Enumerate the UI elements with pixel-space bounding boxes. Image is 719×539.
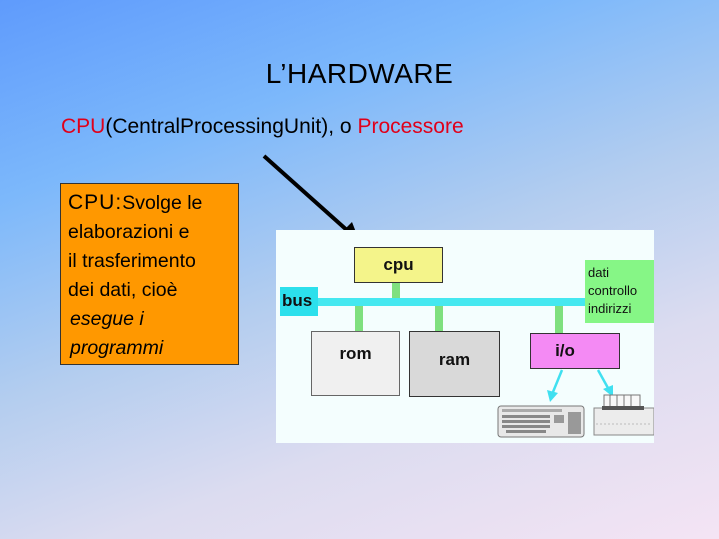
io-block: i/o [530,333,620,369]
bus-line-data: dati [588,265,609,280]
slide-subtitle: CPU(CentralProcessingUnit), o Processore [61,115,464,139]
cpu-note-line6: programmi [70,337,164,359]
io-bus-connector [555,306,563,333]
cpu-abbreviation: CPU [61,115,106,138]
device-arrows [497,369,654,438]
cpu-note-line4: dei dati, cioè [68,279,178,301]
cpu-block: cpu [354,247,443,283]
bus-lines-legend: dati controllo indirizzi [585,260,654,323]
ram-block: ram [409,331,500,397]
rom-block: rom [311,331,400,396]
slide-title: L’HARDWARE [265,58,454,89]
cpu-note-line2: elaborazioni e [68,221,190,243]
hardware-diagram: bus cpu rom ram i/o dati controllo indir… [276,230,654,443]
cpu-note-line1: Svolge le [122,192,203,214]
cpu-bus-connector [392,283,400,299]
bus-line-address: indirizzi [588,301,632,316]
system-bus [318,298,586,306]
cpu-note-line3: il trasferimento [68,250,196,272]
cpu-note-colon: : [115,191,123,214]
keyboard-icon [497,405,585,438]
cpu-expansion: (CentralProcessingUnit), o [105,115,358,138]
bus-label: bus [280,287,318,316]
cpu-note-line5: esegue i [70,308,144,330]
io-printer-arrow-icon [596,369,613,397]
rom-bus-connector [355,306,363,331]
ram-bus-connector [435,306,443,331]
cpu-note-label: CPU [68,191,116,214]
bus-line-control: controllo [588,283,638,298]
printer-icon [593,394,654,436]
io-keyboard-arrow-icon [547,369,564,402]
cpu-description-box: CPU:Svolge le elaborazioni e il trasferi… [60,183,239,365]
processor-term: Processore [357,115,464,138]
